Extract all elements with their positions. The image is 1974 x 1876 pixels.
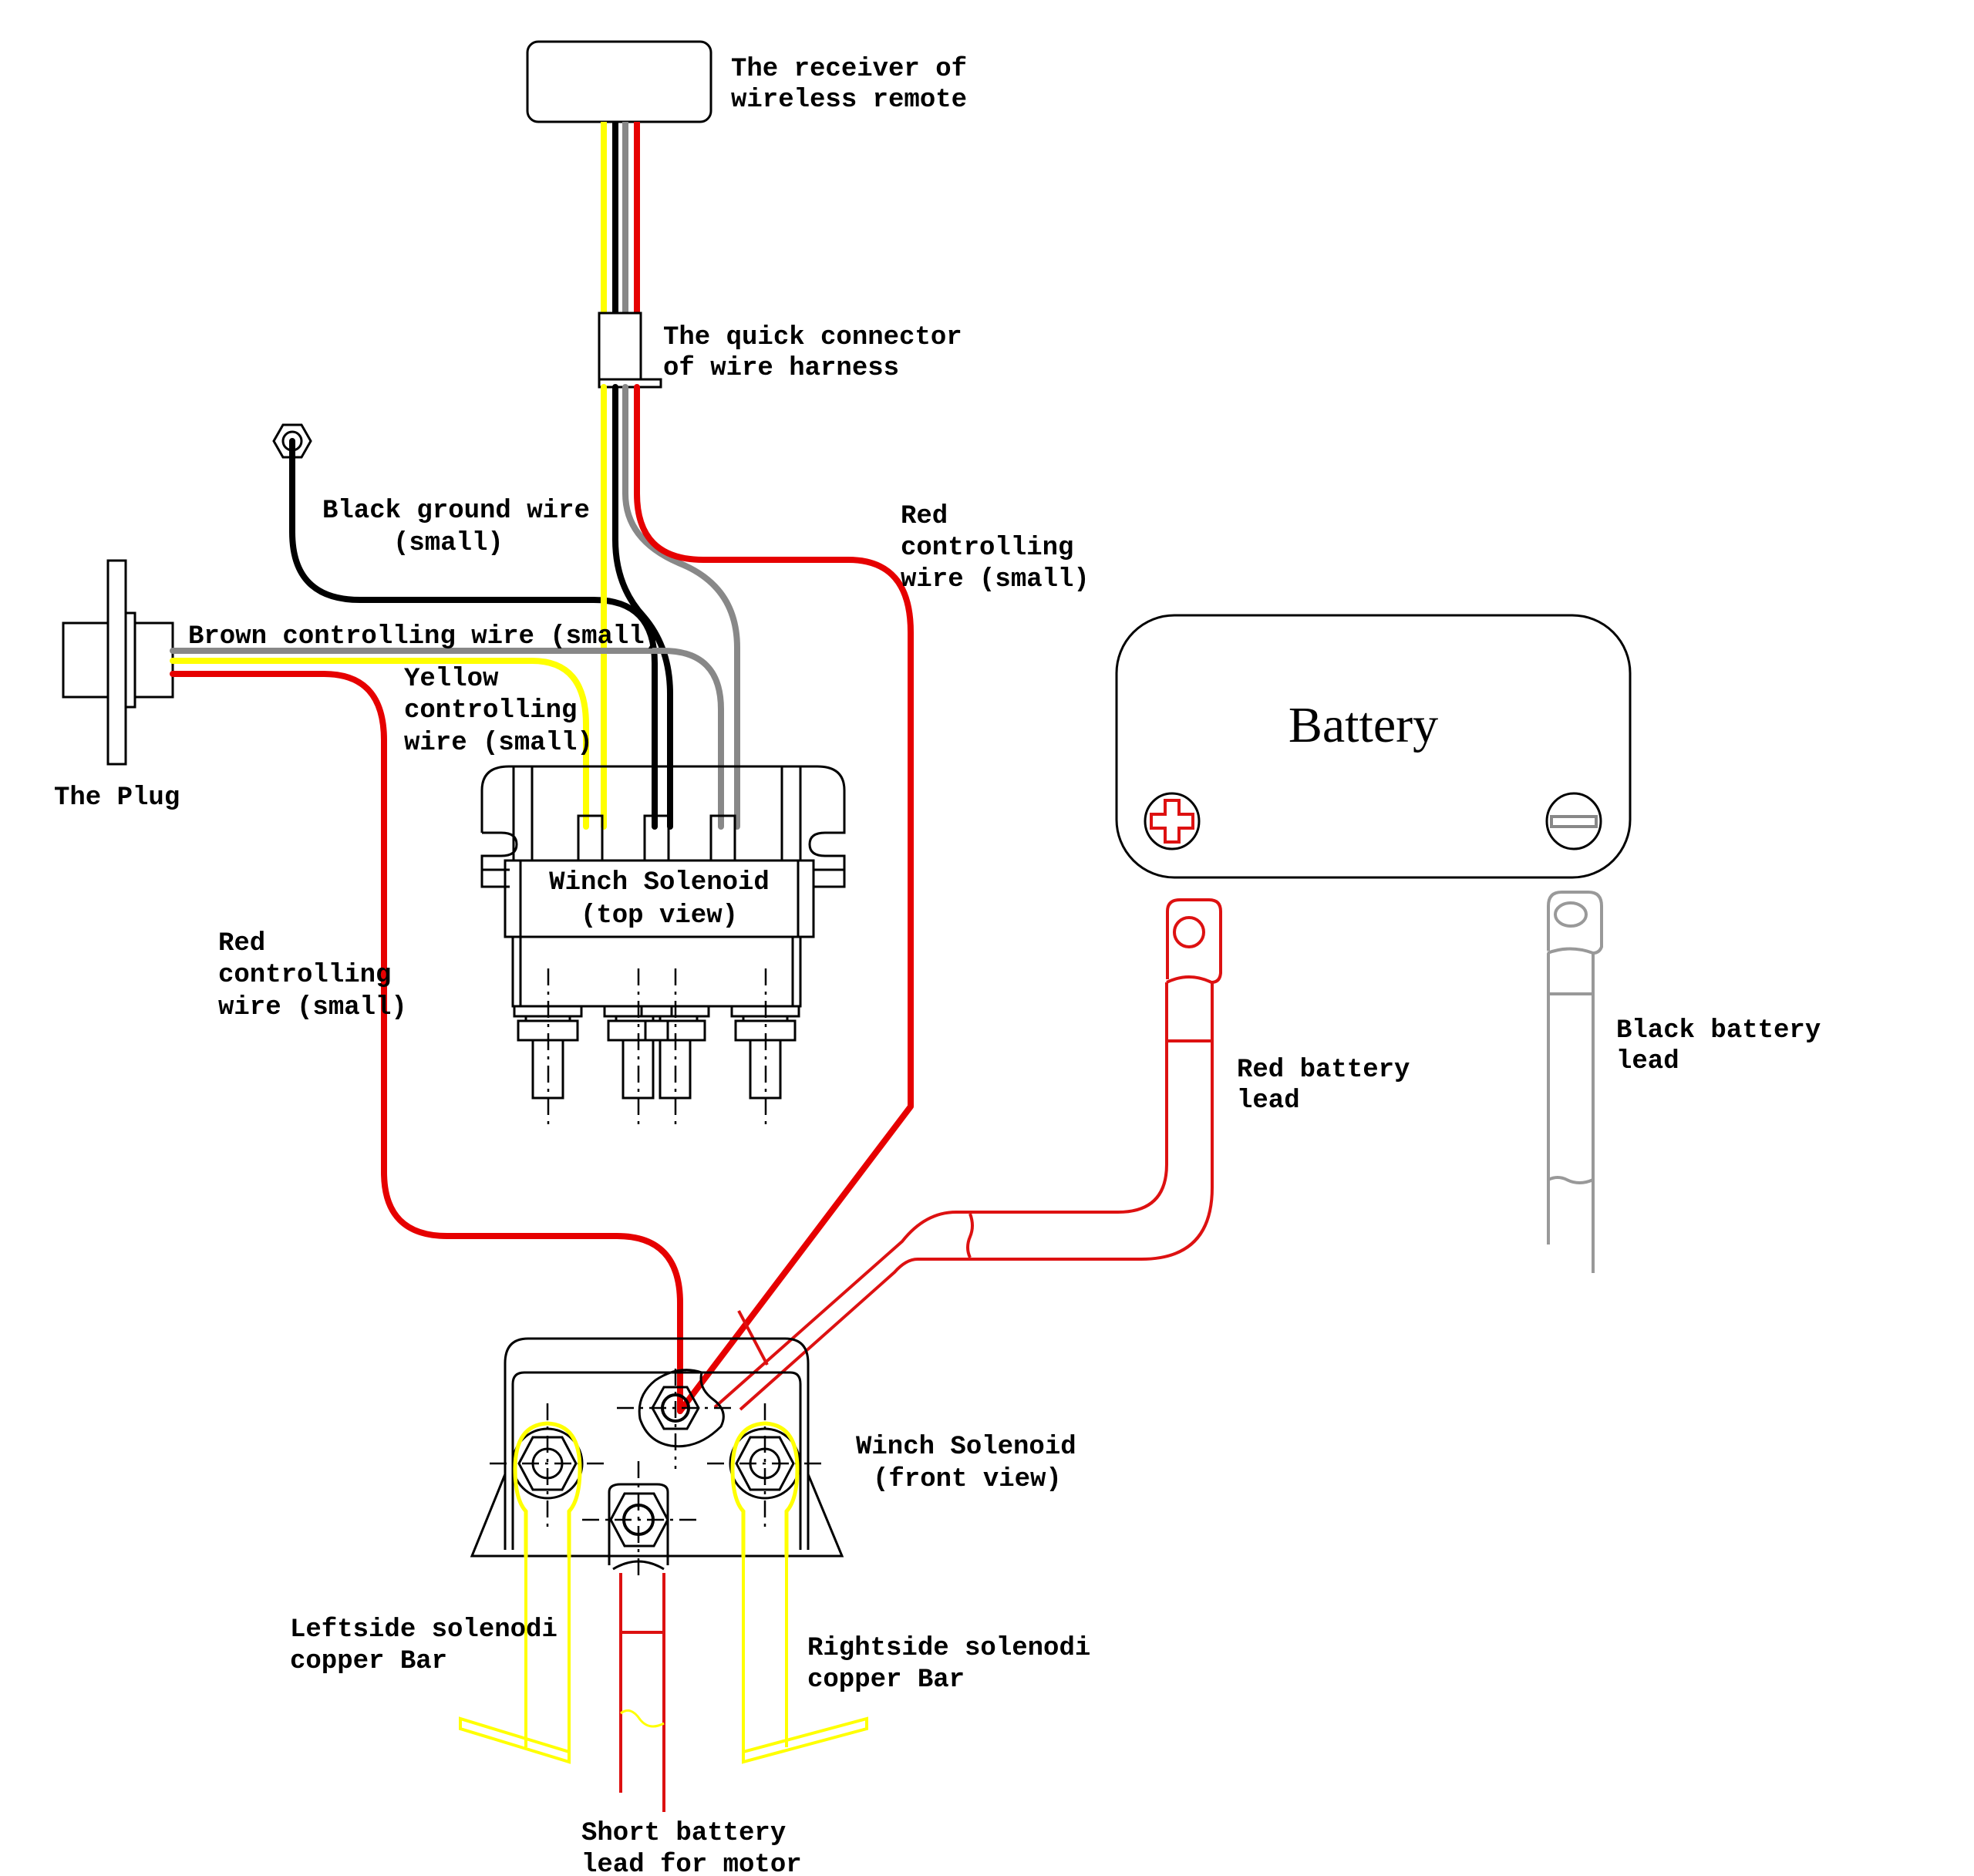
solenoid-front-view [470,1337,844,1581]
solenoid-front-label-line2: (front view) [873,1465,1062,1494]
harness-upper-wires [601,122,640,313]
wireless-receiver [526,40,712,123]
right-bar-label-line1: Rightside solenodi [807,1634,1090,1663]
red-ctrl-right-label-line3: wire (small) [901,565,1090,594]
receiver-label-line1: The receiver of [731,55,967,84]
harness-black-wire [612,384,673,830]
left-copper-bar [459,1558,571,1764]
short-lead-label-line2: lead for motor [581,1851,802,1876]
battery-label: Battery [1288,697,1438,753]
front-bottom-nut [582,1461,698,1581]
brown-controlling-wire [170,648,724,830]
positive-terminal-icon [1144,792,1201,850]
right-bar-label-line2: copper Bar [807,1665,965,1695]
top-terminal-3 [640,1005,710,1100]
short-battery-lead [619,1573,665,1812]
solenoid-top-label-line2: (top view) [581,901,738,931]
red-controlling-wire-right [634,384,914,1414]
yellow-wire-label-line1: Yellow [404,665,499,694]
solenoid-top-label-line1: Winch Solenoid [549,868,770,898]
yellow-wire-label-line3: wire (small) [404,729,593,758]
connector-label-line1: The quick connector [663,323,962,352]
black-battery-lead-label-line2: lead [1616,1047,1679,1076]
top-terminal-4 [730,1005,800,1100]
front-top-nut [617,1369,733,1469]
receiver-label-line2: wireless remote [731,86,967,115]
yellow-wire-label-line2: controlling [404,696,577,726]
black-battery-lead-label-line1: Black battery [1616,1016,1821,1046]
connector-label-line2: of wire harness [663,354,899,383]
plug [62,559,174,766]
yellow-controlling-wire [170,658,589,830]
solenoid-top-view [480,765,846,1127]
red-ctrl-left-label-line3: wire (small) [218,993,407,1022]
negative-terminal-icon [1545,792,1602,850]
black-battery-lead [1547,891,1603,1273]
battery [1115,614,1632,879]
red-ctrl-right-label-line2: controlling [901,534,1073,563]
red-ctrl-right-label-line1: Red [901,502,948,531]
solenoid-front-label-line1: Winch Solenoid [856,1433,1076,1462]
left-bar-label-line1: Leftside solenodi [290,1615,558,1645]
harness-gray-wire [622,384,740,830]
black-ground-label-line1: Black ground wire [322,497,590,526]
red-ctrl-left-label-line1: Red [218,929,265,958]
black-ground-wire [289,438,658,830]
black-ground-label-line2: (small) [393,529,504,558]
red-ctrl-left-label-line2: controlling [218,961,391,990]
red-battery-lead-label-line2: lead [1237,1086,1300,1116]
red-battery-lead-label-line1: Red battery [1237,1056,1410,1085]
red-battery-lead [713,898,1222,1411]
left-bar-label-line2: copper Bar [290,1647,447,1676]
plug-label: The Plug [54,783,180,813]
right-copper-bar [742,1558,868,1764]
brown-wire-label: Brown controlling wire (small) [188,622,660,652]
red-controlling-wire-left [170,671,683,1414]
short-lead-label-line1: Short battery [581,1819,786,1848]
top-terminal-1 [513,1005,583,1100]
quick-connector [598,312,662,389]
front-left-nut [490,1403,605,1558]
front-right-nut [707,1403,823,1558]
